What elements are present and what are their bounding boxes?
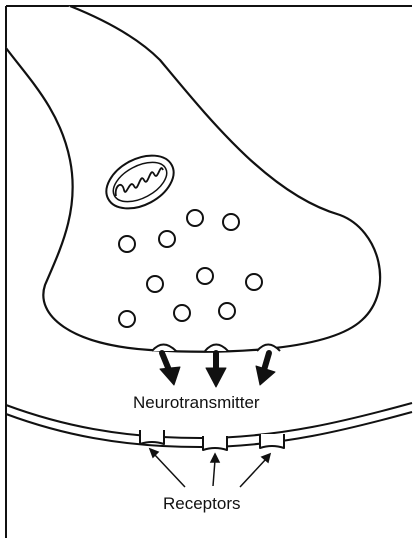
vesicle: [219, 303, 235, 319]
release-arrow-right: [256, 353, 275, 385]
release-arrow-center: [206, 353, 226, 387]
vesicle: [187, 210, 203, 226]
axon-terminal: [6, 6, 380, 352]
receptors-group: [140, 430, 284, 450]
vesicle: [174, 305, 190, 321]
receptor-pointers: [150, 449, 270, 487]
receptors-label: Receptors: [163, 494, 240, 513]
vesicle: [147, 276, 163, 292]
receptor: [203, 436, 227, 450]
receptor: [260, 434, 284, 448]
vesicle: [119, 311, 135, 327]
vesicle: [246, 274, 262, 290]
release-arrows: [160, 353, 275, 387]
neurotransmitter-label: Neurotransmitter: [133, 393, 260, 412]
receptor: [140, 430, 164, 444]
vesicle: [119, 236, 135, 252]
vesicle: [223, 214, 239, 230]
release-arrow-left: [160, 353, 180, 385]
vesicle: [159, 231, 175, 247]
vesicle: [197, 268, 213, 284]
